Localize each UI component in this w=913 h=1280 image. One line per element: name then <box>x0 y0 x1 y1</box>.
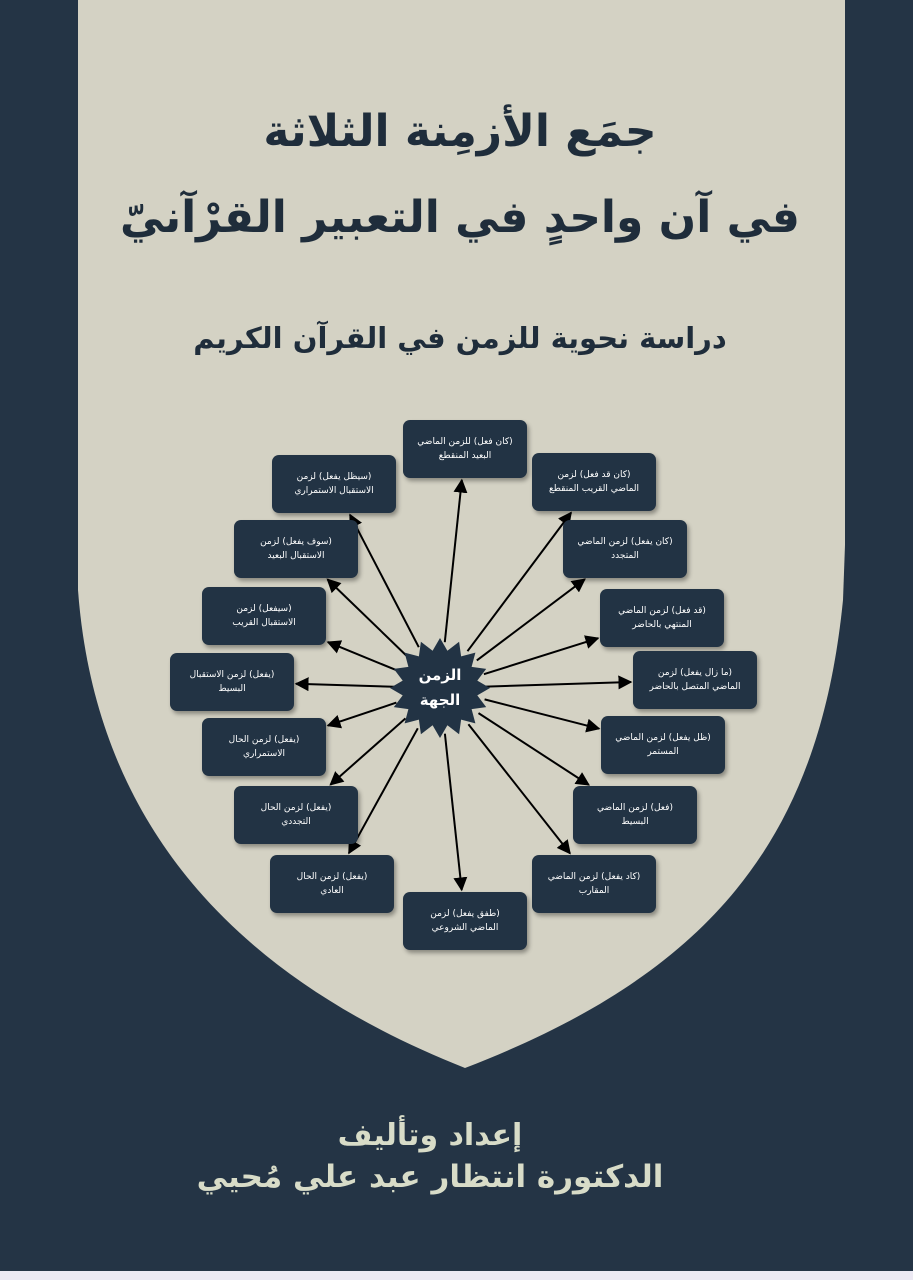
diagram-arrow-13 <box>294 677 395 692</box>
diagram-arrow-2 <box>466 511 572 652</box>
bottom-edge-strip <box>0 1271 913 1280</box>
diagram-node-13: (يفعل) لزمن الاستقبال البسيط <box>170 653 294 711</box>
diagram-arrow-5 <box>485 675 633 690</box>
diagram-arrow-4 <box>483 635 600 676</box>
diagram-node-16: (سيظل يفعل) لزمن الاستقبال الاستمراري <box>272 455 396 513</box>
diagram-node-10: (يفعل) لزمن الحال العادي <box>270 855 394 913</box>
diagram-node-7: (فعل) لزمن الماضي البسيط <box>573 786 697 844</box>
author-name: الدكتورة انتظار عبد علي مُحيي <box>196 1159 664 1195</box>
diagram-node-9: (طفق يفعل) لزمن الماضي الشروعي <box>403 892 527 950</box>
diagram-node-3: (كان يفعل) لزمن الماضي المتجدد <box>563 520 687 578</box>
diagram-arrow-9 <box>443 733 468 892</box>
diagram-arrow-11 <box>329 717 407 786</box>
diagram-node-14: (سيفعل) لزمن الاستقبال القريب <box>202 587 326 645</box>
diagram-node-4: (قد فعل) لزمن الماضي المنتهي بالحاضر <box>600 589 724 647</box>
prepared-by-label: إعداد وتأليف <box>337 1118 523 1153</box>
center-star-shape <box>390 638 490 738</box>
subtitle: دراسة نحوية للزمن في القرآن الكريم <box>193 321 727 355</box>
diagram-node-6: (ظل يفعل) لزمن الماضي المستمر <box>601 716 725 774</box>
diagram-arrow-16 <box>349 513 420 648</box>
diagram-node-11: (يفعل) لزمن الحال التجددي <box>234 786 358 844</box>
diagram-arrow-15 <box>326 578 408 657</box>
diagram-node-1: (كان فعل) للزمن الماضي البعيد المنقطع <box>403 420 527 478</box>
diagram-node-15: (سوف يفعل) لزمن الاستقبال البعيد <box>234 520 358 578</box>
center-label: الزمن الجهة <box>418 666 462 709</box>
title-line-1: جمَع الأزمِنة الثلاثة <box>263 106 657 157</box>
diagram-node-5: (ما زال يفعل) لزمن الماضي المتصل بالحاضر <box>633 651 757 709</box>
diagram-arrow-8 <box>467 723 571 855</box>
diagram-node-12: (يفعل) لزمن الحال الاستمراري <box>202 718 326 776</box>
diagram-arrow-1 <box>443 478 468 643</box>
diagram-arrow-10 <box>348 727 419 855</box>
diagram-arrow-6 <box>484 698 601 733</box>
diagram-node-8: (كاد يفعل) لزمن الماضي المقارب <box>532 855 656 913</box>
diagram-arrow-7 <box>477 712 590 786</box>
title-line-2: في آن واحدٍ في التعبير القرْآنيّ <box>120 192 800 243</box>
diagram-arrow-12 <box>326 701 397 729</box>
diagram-arrow-3 <box>476 578 586 662</box>
diagram-arrow-14 <box>326 640 398 672</box>
diagram-node-2: (كان قد فعل) لزمن الماضي القريب المنقطع <box>532 453 656 511</box>
